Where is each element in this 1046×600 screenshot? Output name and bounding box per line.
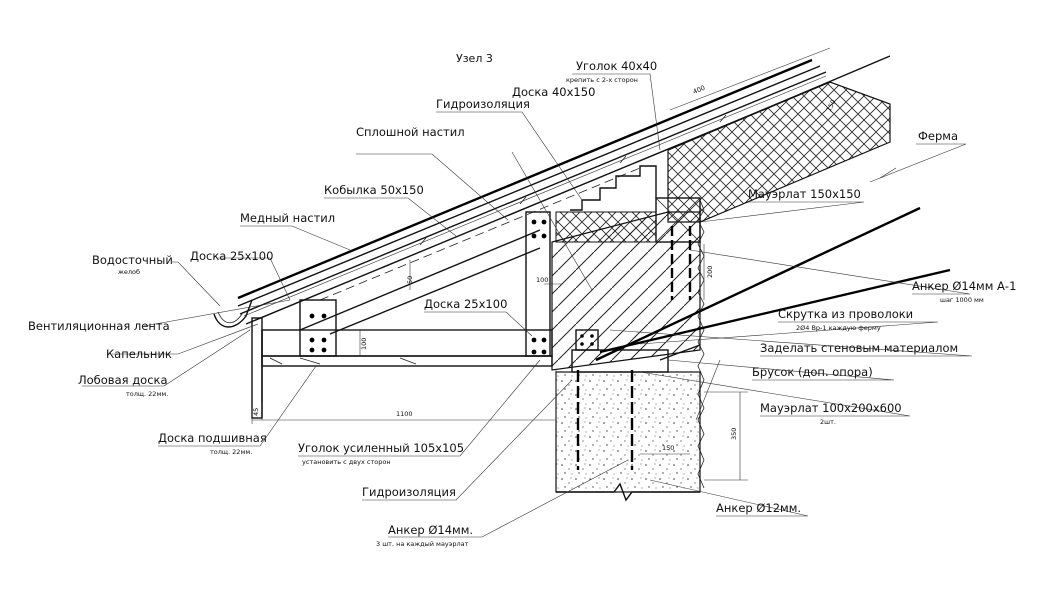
dim-50: 50 xyxy=(406,276,414,284)
label-mauerlat-100: Мауэрлат 100х200х600 xyxy=(760,401,902,415)
roof-layers xyxy=(237,55,891,335)
label-mauerlat-150: Мауэрлат 150х150 xyxy=(748,187,861,201)
label-mauerlat-100-sub: 2шт. xyxy=(820,418,836,426)
label-vodostochnyi: Водосточный xyxy=(92,253,173,267)
label-podshivnaya-sub: толщ. 22мм. xyxy=(210,448,252,456)
label-anker-14-bottom-sub: 3 шт. на каждый мауэрлат xyxy=(376,540,469,548)
label-doska-40x150: Доска 40х150 xyxy=(512,85,595,99)
label-anker-12: Анкер Ø12мм. xyxy=(716,501,801,515)
dim-350: 350 xyxy=(730,428,738,440)
label-doska-podshivnaya: Доска подшивная xyxy=(158,431,267,445)
gutter-area xyxy=(213,211,553,419)
label-zadelat: Заделать стеновым материалом xyxy=(760,341,958,355)
label-ventilyacionnaya-lenta: Вентиляционная лента xyxy=(28,319,170,333)
label-doska-25x100-mid: Доска 25х100 xyxy=(424,297,507,311)
label-sploshnoy-nastil: Сплошной настил xyxy=(356,125,465,139)
dim-1100: 1100 xyxy=(396,410,413,418)
label-kapelnik: Капельник xyxy=(106,347,172,361)
label-mednyi-nastil: Медный настил xyxy=(240,211,335,225)
label-lobovaya-doska: Лобовая доска xyxy=(78,373,168,387)
dim-150-horizontal: 150 xyxy=(662,444,674,452)
label-anker-14-a1: Анкер Ø14мм А-1 xyxy=(912,279,1016,293)
label-anker-14-bottom: Анкер Ø14мм. xyxy=(388,523,473,537)
label-gidroizolyaciya-top: Гидроизоляция xyxy=(436,97,530,111)
label-ugolok-40x40-sub: крепить с 2-х сторон xyxy=(566,76,638,84)
board-25x100-left xyxy=(299,299,337,357)
drawing-title: Узел 3 xyxy=(456,52,493,65)
label-doska-25x100-left: Доска 25х100 xyxy=(190,249,273,263)
label-anker-14-a1-sub: шаг 1000 мм xyxy=(940,296,984,304)
dim-200: 200 xyxy=(706,266,714,278)
label-skrutka: Скрутка из проволоки xyxy=(778,307,913,321)
dim-400: 400 xyxy=(692,84,707,96)
wall-section xyxy=(551,165,951,502)
label-ugolok-40x40: Уголок 40х40 xyxy=(576,59,657,73)
dimension-lines xyxy=(251,47,831,481)
dim-100-b: 100 xyxy=(360,338,368,350)
dim-45: 45 xyxy=(252,408,260,416)
labels: Узел 3 Уголок 40х40 крепить с 2-х сторон… xyxy=(28,52,1016,548)
label-brusok: Брусок (доп. опора) xyxy=(752,365,873,379)
label-skrutka-sub: 2Ø4 Вр-1 каждую ферму xyxy=(796,324,881,332)
label-ferma: Ферма xyxy=(918,129,958,143)
leader-lines xyxy=(82,73,973,538)
label-ugolok-105: Уголок усиленный 105х105 xyxy=(298,441,464,455)
label-kobylka: Кобылка 50х150 xyxy=(324,183,424,197)
label-ugolok-105-sub: установить с двух сторон xyxy=(302,458,391,466)
label-gidroizolyaciya-bottom: Гидроизоляция xyxy=(362,485,456,499)
dim-100-a: 100 xyxy=(536,276,548,284)
label-vodostochnyi-sub: желоб xyxy=(118,268,140,276)
label-lobovaya-sub: толщ. 22мм. xyxy=(126,390,168,398)
